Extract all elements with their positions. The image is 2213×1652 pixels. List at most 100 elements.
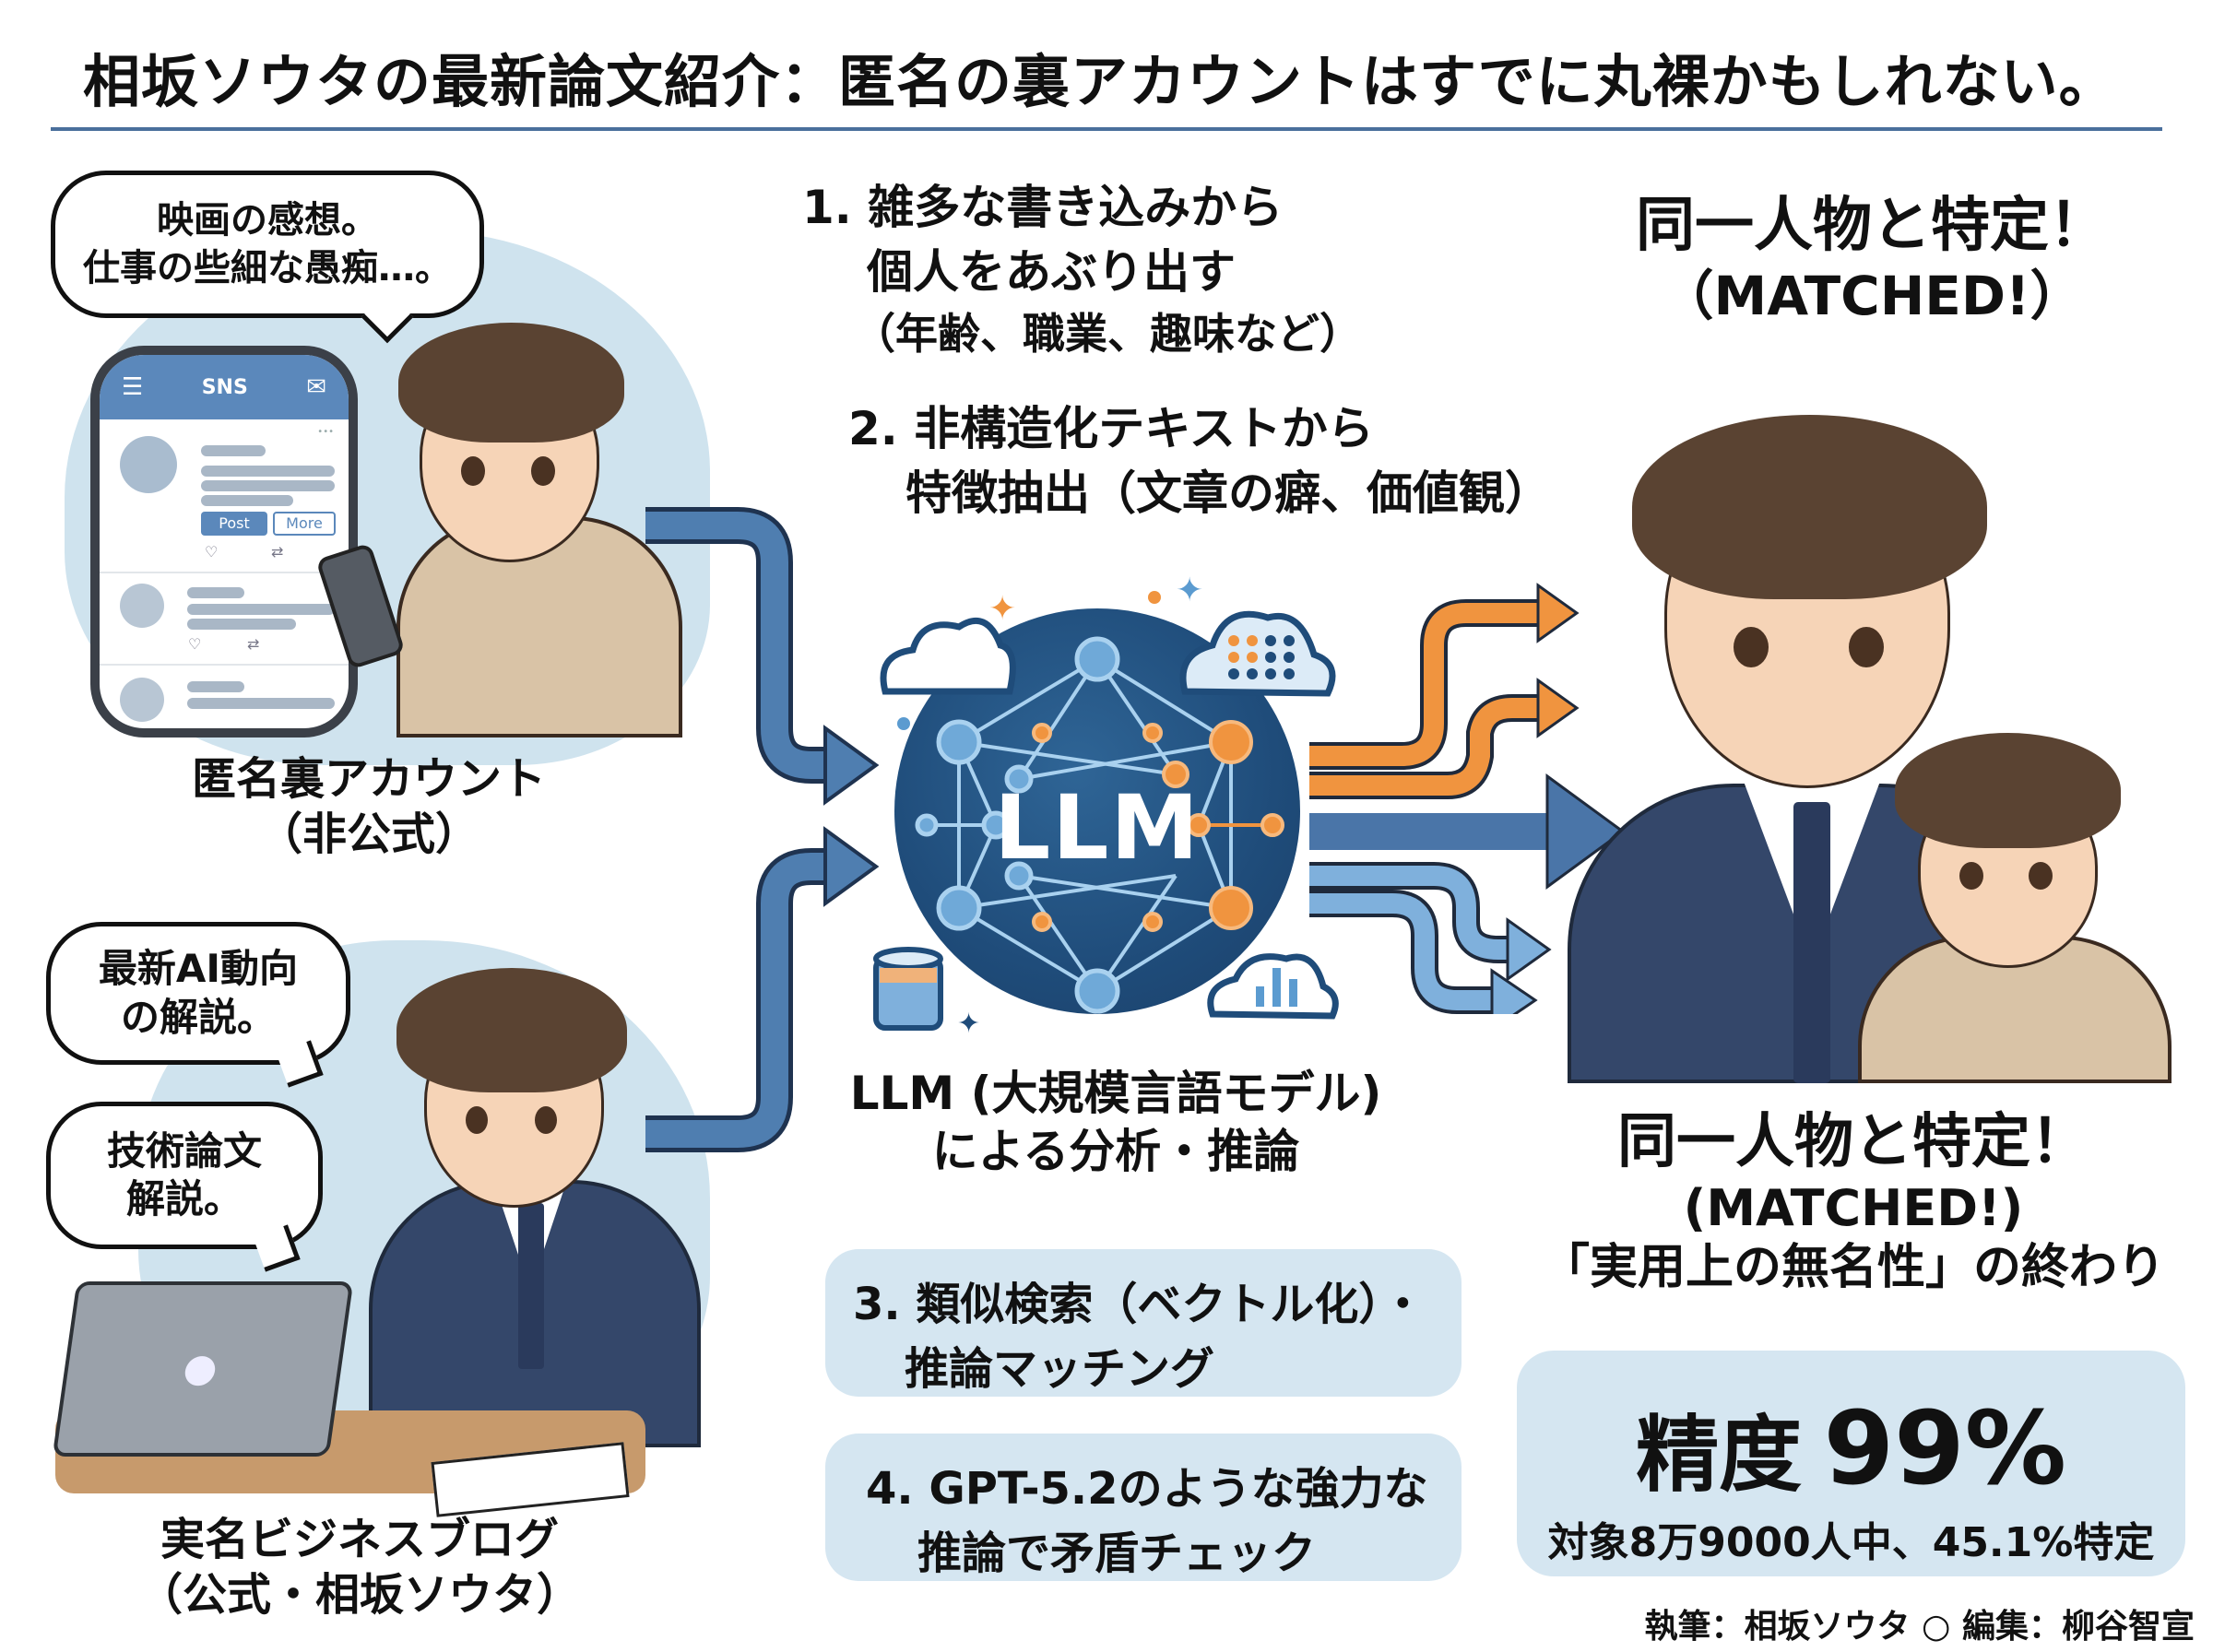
llm-label: LLM (994, 776, 1201, 879)
eye (1734, 627, 1769, 667)
repost-icon[interactable]: ⇄ (271, 543, 284, 560)
tagline: 「実用上の無名性」の終わり (1541, 1239, 2165, 1295)
matched-hoodie-illustration (1849, 714, 2176, 1083)
input-arrows (645, 507, 880, 1152)
speech-bubble-tech-papers: 技術論文 解説。 (46, 1102, 323, 1272)
step-2-text: 2. 非構造化テキストから 特徴抽出（文章の癖、価値観） (848, 396, 1551, 525)
bubble-line: の解説。 (120, 994, 276, 1040)
more-button[interactable]: More (273, 512, 336, 536)
eye (1959, 862, 1983, 890)
hair (396, 968, 627, 1092)
database-icon (873, 947, 943, 1031)
accuracy-label: 精度 (1636, 1407, 1803, 1504)
mail-icon[interactable]: ✉ (306, 373, 326, 401)
user-avatar (120, 584, 164, 628)
llm-caption: LLM (大規模言語モデル) による分析・推論 (830, 1065, 1402, 1180)
user-avatar (120, 678, 164, 722)
post-line (187, 604, 335, 615)
necktie (518, 1203, 544, 1369)
eye (466, 1106, 488, 1134)
step-line: 個人をあぶり出す (867, 245, 1236, 299)
user-avatar (120, 436, 177, 493)
cloud-data-icon (1179, 610, 1336, 697)
anonymous-account-caption: 匿名裏アカウント （非公式） (138, 751, 599, 862)
more-options-icon[interactable]: ••• (317, 427, 334, 437)
post-line (201, 466, 335, 477)
caption-line: 実名ビジネスブログ (160, 1514, 559, 1565)
smartphone-in-hand-icon (315, 542, 406, 670)
post-line (201, 445, 266, 456)
hamburger-icon[interactable]: ☰ (122, 373, 144, 401)
bubble-line: 技術論文 (106, 1127, 262, 1174)
step-line: 推論マッチング (905, 1342, 1215, 1395)
caption-line: （公式・相坂ソウタ） (137, 1569, 581, 1621)
output-arrows (1309, 583, 1623, 1014)
arrow-head (823, 725, 880, 806)
hair (1895, 733, 2121, 848)
step-line: 1. 雑多な書き込みから (802, 181, 1284, 234)
post-line (187, 698, 335, 709)
laptop-icon: ● (52, 1281, 354, 1457)
bubble-line: 最新AI動向 (98, 946, 299, 991)
sparkle-icon: ✦ (988, 590, 1016, 628)
necktie (1793, 802, 1830, 1083)
step-3-card: 3. 類似検索（ベクトル化）・ 推論マッチング (825, 1249, 1462, 1397)
speech-bubble-anonymous: 映画の感想。 仕事の些細な愚痴…。 (51, 171, 484, 344)
caption-line: （非公式） (257, 808, 479, 860)
accuracy-stat-box: 精度 99% 対象8万9000人中、45.1%特定 (1517, 1351, 2185, 1576)
bubble-line: 解説。 (125, 1176, 243, 1221)
sns-feed: ••• Post More ♡ ⇄ ♡ ⇄ (100, 419, 349, 728)
like-icon[interactable]: ♡ (188, 635, 202, 653)
caption-line: 匿名裏アカウント (191, 753, 546, 805)
post-line (201, 495, 293, 506)
caption-line: による分析・推論 (931, 1124, 1300, 1178)
sparkle-icon: ✦ (1176, 572, 1203, 609)
page-title: 相坂ソウタの最新論文紹介：匿名の裏アカウントはすでに丸裸かもしれない。 (83, 48, 2117, 115)
business-person-illustration (304, 950, 728, 1466)
step-line: 3. 類似検索（ベクトル化）・ (853, 1279, 1426, 1330)
matched-heading-top: 同一人物と特定！ （MATCHED!） (1568, 189, 2176, 330)
accuracy-value: 99% (1823, 1389, 2066, 1507)
sns-app-title: SNS (201, 375, 248, 399)
title-divider (51, 127, 2162, 131)
eye (2029, 862, 2053, 890)
post-line (201, 480, 335, 491)
feed-divider (100, 572, 349, 573)
matched-heading-bottom: 同一人物と特定！ (MATCHED!) 「実用上の無名性」の終わり (1512, 1106, 2195, 1297)
eye (461, 456, 485, 486)
step-4-card: 4. GPT-5.2のような強力な 推論で矛盾チェック (825, 1434, 1462, 1581)
speech-bubble-ai-trends: 最新AI動向 の解説。 (46, 922, 350, 1088)
sns-app-bar: ☰ SNS ✉ (100, 355, 349, 419)
heading-sub: （MATCHED!） (1660, 265, 2084, 327)
heading-line: 同一人物と特定！ (1636, 192, 2108, 260)
eye (1849, 627, 1884, 667)
step-line: 推論で矛盾チェック (917, 1527, 1317, 1579)
post-line (187, 587, 244, 598)
footer-credit: 執筆：相坂ソウタ ○ 編集：柳谷智宣 (1644, 1608, 2195, 1646)
llm-graphic: ✦ ✦ ✦ LLM (848, 553, 1346, 1032)
cloud-icon (880, 617, 1016, 695)
arrow-from-blog (645, 848, 830, 1152)
hair (398, 323, 624, 442)
caption-line: LLM (大規模言語モデル) (849, 1067, 1382, 1120)
step-line: 4. GPT-5.2のような強力な (866, 1463, 1428, 1515)
post-line (187, 681, 244, 692)
neural-network-icon: ✦ ✦ ✦ (873, 572, 1339, 1032)
hair (1632, 415, 1987, 599)
like-icon[interactable]: ♡ (205, 543, 219, 560)
repost-icon[interactable]: ⇄ (247, 635, 260, 653)
step-1-text: 1. 雑多な書き込みから 個人をあぶり出す （年齢、職業、趣味など） (802, 175, 1362, 363)
bubble-line: 映画の感想。 (157, 199, 378, 242)
smartphone-sns: ☰ SNS ✉ ••• Post More ♡ ⇄ ♡ ⇄ (90, 346, 358, 738)
post-line (187, 619, 296, 630)
heading-line: 同一人物と特定！ (1617, 1108, 2089, 1176)
feed-divider (100, 664, 349, 666)
eye (535, 1106, 557, 1134)
real-name-blog-caption: 実名ビジネスブログ （公式・相坂ソウタ） (120, 1512, 599, 1622)
bubble-line: 仕事の些細な愚痴…。 (83, 247, 452, 289)
step-line: 2. 非構造化テキストから (848, 402, 1374, 455)
step-line: 特徴抽出（文章の癖、価値観） (905, 466, 1551, 520)
arrow-head (823, 826, 880, 907)
eye (531, 456, 555, 486)
post-button[interactable]: Post (201, 512, 267, 536)
